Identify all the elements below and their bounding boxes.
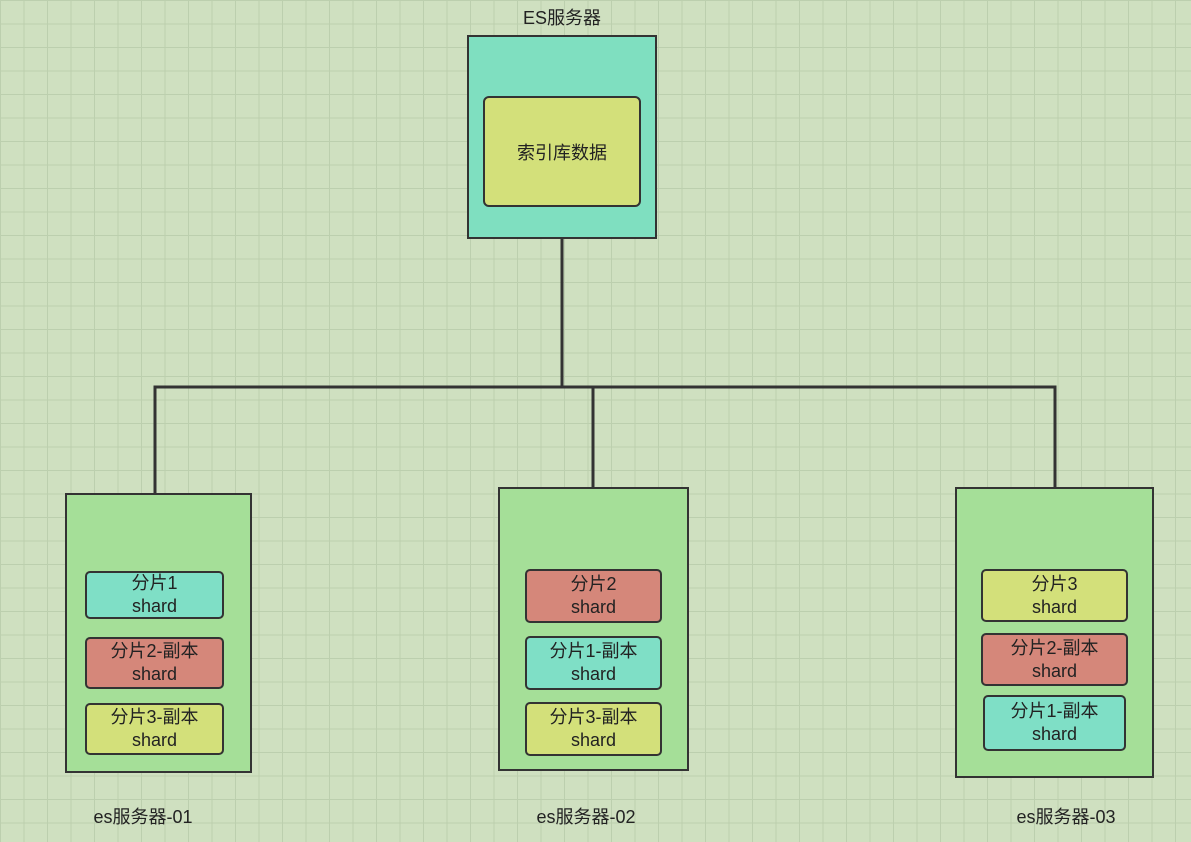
shard-title: 分片2 [570,574,617,594]
shard-subtitle: shard [1031,596,1078,617]
shard-title: 分片2-副本 [110,641,199,661]
shard-title: 分片2-副本 [1010,637,1099,658]
shard-box: 分片3 shard [981,569,1128,622]
shard-box: 分片1-副本 shard [983,695,1126,751]
node-03-label: es服务器-03 [1016,807,1116,827]
shard-box: 分片1 shard [85,571,224,619]
shard-title: 分片3-副本 [549,707,638,727]
shard-subtitle: shard [570,730,617,750]
shard-box: 分片1-副本 shard [525,636,662,690]
shard-title: 分片1 [131,573,178,593]
shard-subtitle: shard [131,730,178,750]
shard-subtitle: shard [131,596,178,616]
shard-title: 分片1-副本 [549,641,638,661]
node-02-label: es服务器-02 [536,807,636,827]
shard-box: 分片2 shard [525,569,662,623]
shard-subtitle: shard [1031,724,1078,744]
shard-subtitle: shard [1031,660,1078,681]
shard-box: 分片2-副本 shard [981,633,1128,686]
shard-title: 分片3-副本 [110,707,199,727]
shard-subtitle: shard [570,597,617,617]
index-data-box: 索引库数据 [483,96,641,207]
shard-title: 分片1-副本 [1010,701,1099,721]
shard-title: 分片3 [1031,573,1078,594]
top-server-title: ES服务器 [522,8,602,28]
shard-box: 分片3-副本 shard [85,703,224,755]
node-01-label: es服务器-01 [93,807,193,827]
shard-box: 分片2-副本 shard [85,637,224,689]
shard-subtitle: shard [131,664,178,684]
shard-subtitle: shard [570,664,617,684]
shard-box: 分片3-副本 shard [525,702,662,756]
